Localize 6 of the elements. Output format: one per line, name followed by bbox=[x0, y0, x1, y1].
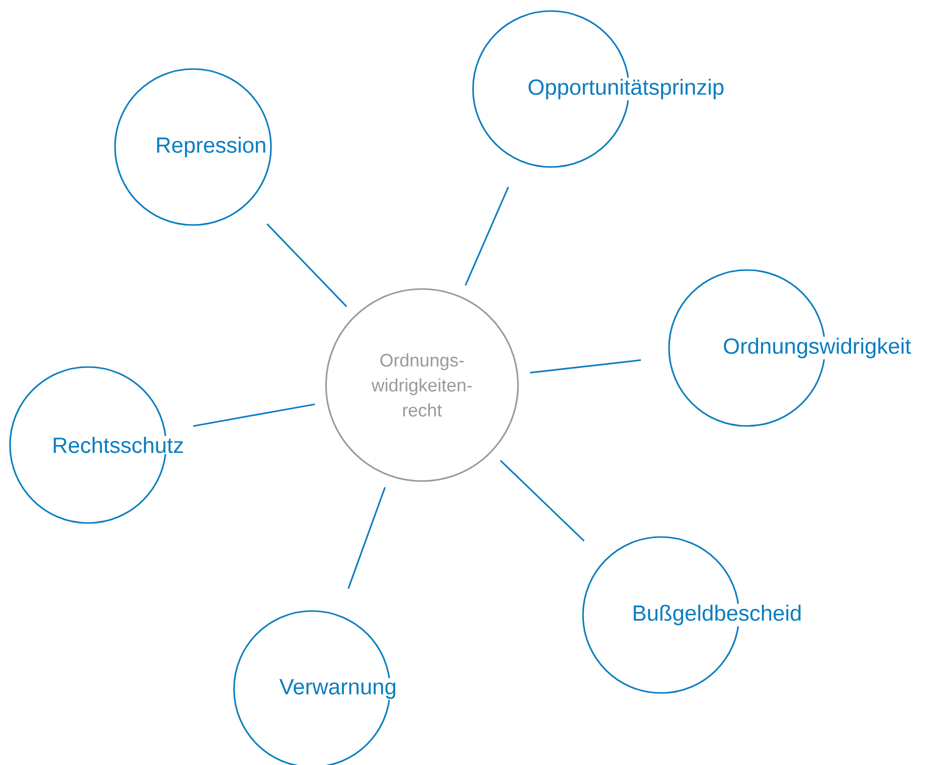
connector-line bbox=[266, 223, 348, 308]
connector-line bbox=[530, 359, 641, 374]
connector-line bbox=[464, 186, 510, 286]
connector-line bbox=[192, 403, 316, 427]
connector-line bbox=[348, 487, 386, 589]
connector-line bbox=[500, 460, 585, 542]
